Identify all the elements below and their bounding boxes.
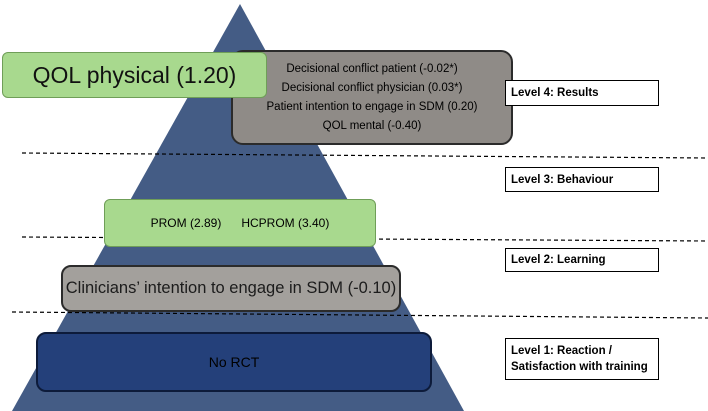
level-2-label-box: Level 2: Learning (505, 248, 659, 272)
clinicians-intention-label: Clinicians’ intention to engage in SDM (… (65, 279, 397, 297)
prom-label: PROM (2.89) (150, 216, 222, 230)
outcome-decisional-conflict-patient: Decisional conflict patient (-0.02*) (286, 62, 458, 75)
prom-box: PROM (2.89) HCPROM (3.40) (104, 199, 376, 247)
level-1-label: Level 1: Reaction / Satisfaction with tr… (511, 343, 648, 375)
level-4-label-box: Level 4: Results (505, 80, 659, 106)
qol-physical-label: QOL physical (1.20) (32, 61, 237, 88)
level-divider-4-3 (21, 152, 708, 159)
outcome-qol-mental: QOL mental (-0.40) (322, 119, 422, 132)
level-1-label-line1: Level 1: Reaction / (511, 345, 612, 357)
no-rct-box: No RCT (36, 332, 432, 392)
outcome-patient-intention-sdm: Patient intention to engage in SDM (0.20… (266, 100, 478, 113)
outcome-decisional-conflict-physician: Decisional conflict physician (0.03*) (281, 81, 463, 94)
hcprom-label: HCPROM (3.40) (241, 216, 330, 230)
level-1-label-line2: Satisfaction with training (511, 361, 648, 373)
level-4-label: Level 4: Results (511, 87, 599, 99)
clinicians-intention-box: Clinicians’ intention to engage in SDM (… (61, 265, 401, 312)
no-rct-label: No RCT (208, 354, 260, 370)
qol-physical-box: QOL physical (1.20) (2, 52, 267, 98)
level-1-label-box: Level 1: Reaction / Satisfaction with tr… (505, 338, 659, 380)
level-3-label-box: Level 3: Behaviour (505, 167, 659, 192)
results-outcomes-box: Decisional conflict patient (-0.02*) Dec… (231, 50, 513, 145)
level-3-label: Level 3: Behaviour (511, 173, 614, 186)
level-2-label: Level 2: Learning (511, 254, 606, 266)
